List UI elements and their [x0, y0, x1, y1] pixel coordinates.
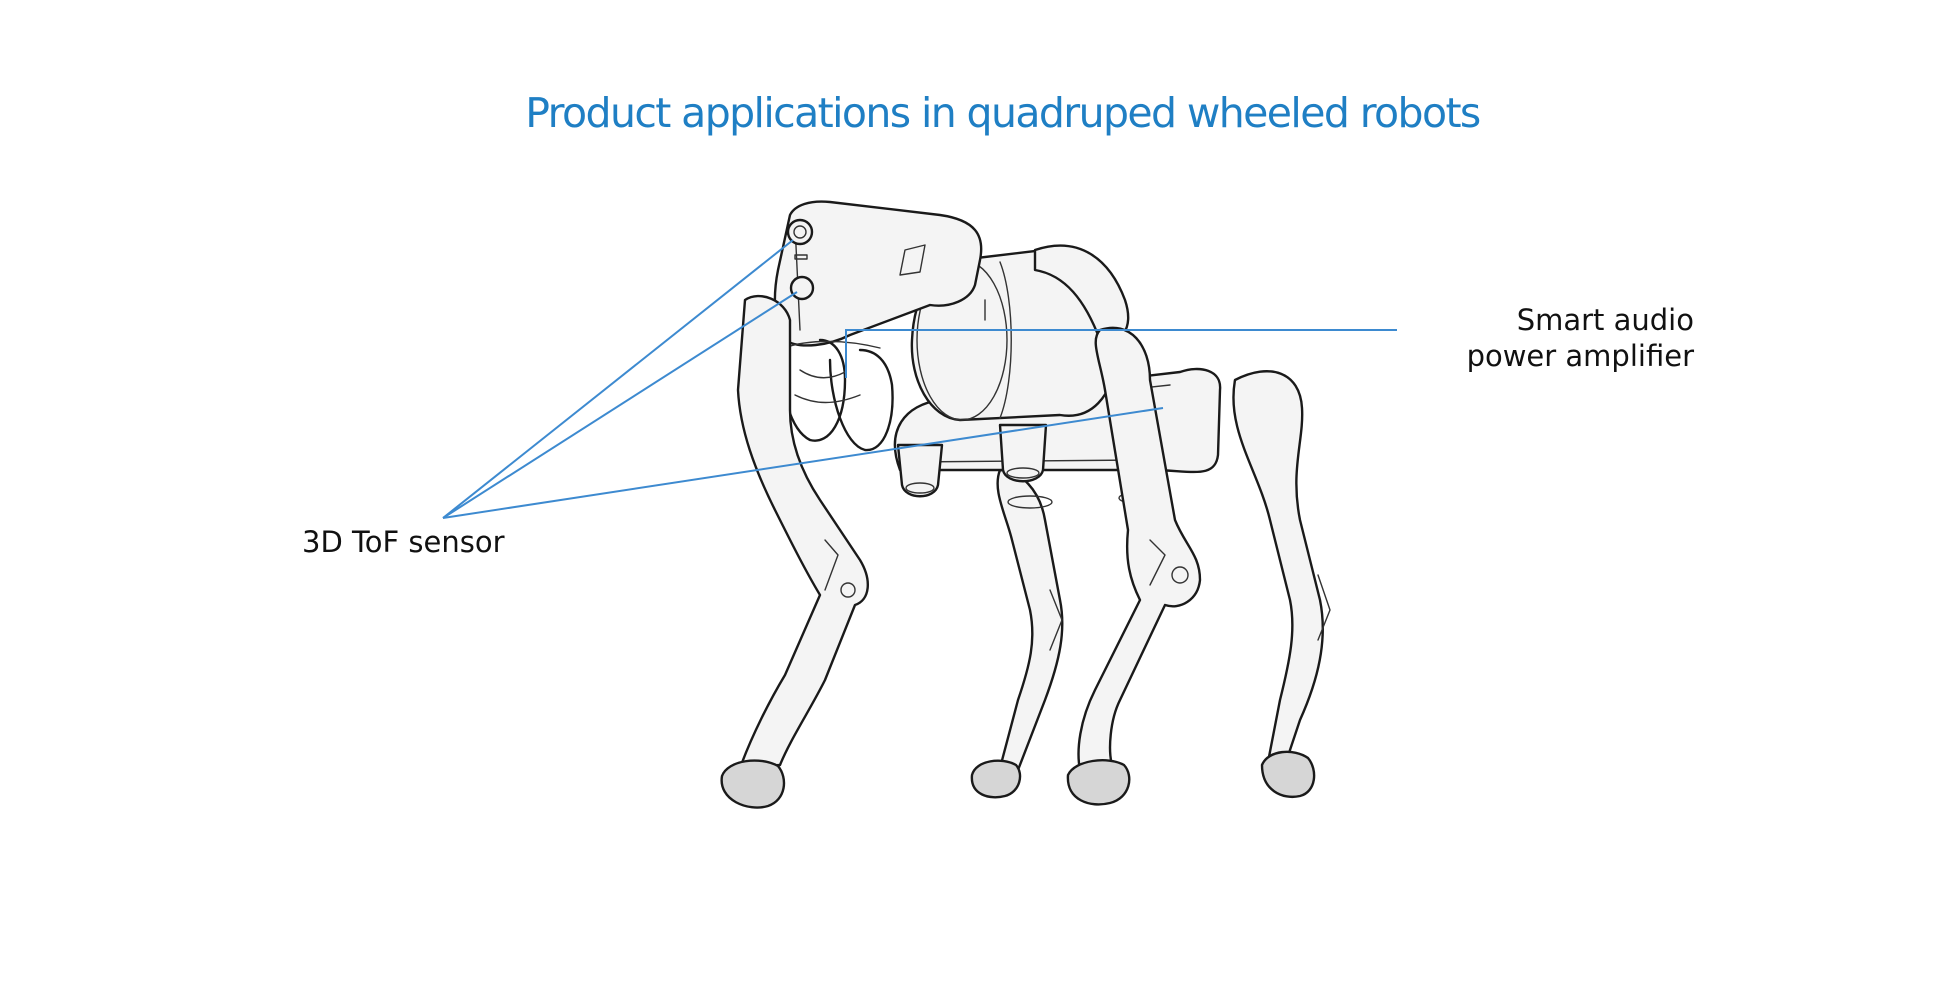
tof-callout-lines — [442, 239, 1164, 519]
tof-sensor-label: 3D ToF sensor — [302, 525, 505, 559]
robot-rear-right-leg — [970, 468, 1064, 799]
robot-rear-left-leg — [1232, 370, 1331, 799]
audio-callout-line — [845, 329, 1397, 378]
robot-hip-motor — [910, 244, 1130, 422]
page-title: Product applications in quadruped wheele… — [525, 89, 1481, 138]
audio-amplifier-label: Smart audio power amplifier — [1467, 302, 1694, 374]
robot-front-left-leg — [720, 294, 869, 809]
audio-label-line-2: power amplifier — [1466, 339, 1694, 373]
audio-label-line-1: Smart audio — [1516, 303, 1694, 337]
robot-front-right-leg — [1066, 326, 1202, 806]
